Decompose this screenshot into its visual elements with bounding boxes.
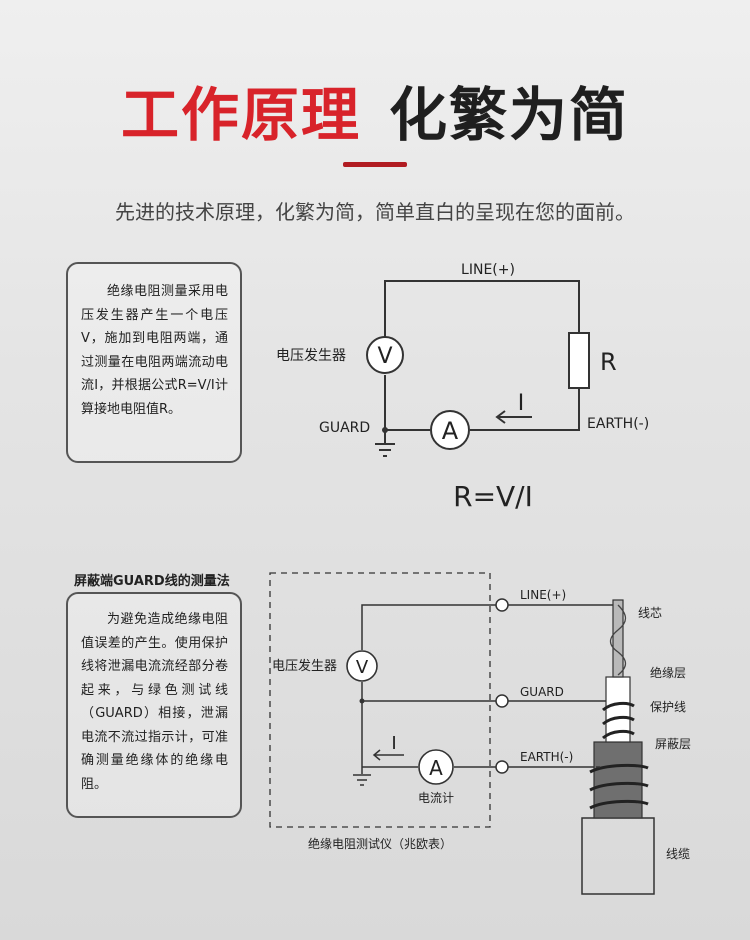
shield-layer (593, 741, 643, 819)
cable-outer (581, 817, 655, 895)
ammeter-2 (418, 749, 454, 785)
current-symbol-1: I (518, 391, 525, 416)
ground-symbol-2 (353, 774, 371, 786)
ammeter-symbol-1: A (442, 417, 459, 445)
guard-wire-label: 保护线 (650, 700, 686, 714)
core-spiral (609, 604, 627, 676)
line-terminal (495, 598, 509, 612)
line-label-2: LINE(+) (520, 588, 566, 602)
voltmeter-2 (346, 650, 378, 682)
guard-label-2: GUARD (520, 685, 564, 699)
guard-terminal (495, 694, 509, 708)
page-title: 工作原理化繁为简 (0, 68, 750, 152)
cable-label: 线缆 (666, 847, 690, 861)
guard-label-1: GUARD (319, 420, 370, 436)
formula: R=V/I (453, 480, 533, 513)
title-dark: 化繁为简 (389, 81, 630, 149)
instrument-border (269, 572, 491, 828)
ammeter-1 (430, 410, 470, 450)
current-symbol-2: I (391, 733, 396, 754)
title-underline (343, 162, 407, 167)
instrument-label: 绝缘电阻测试仪（兆欧表） (308, 836, 452, 851)
shield-label: 屏蔽层 (655, 737, 691, 751)
earth-label-1: EARTH(-) (587, 416, 649, 432)
generator-label-1: 电压发生器 (276, 348, 346, 364)
insulation-label: 绝缘层 (650, 665, 686, 680)
current-arrow-2 (372, 749, 404, 761)
resistor-1 (568, 332, 590, 389)
voltmeter-symbol-2: V (356, 657, 369, 678)
current-arrow-1 (495, 410, 532, 424)
voltmeter-1 (366, 336, 404, 374)
principle-description: 绝缘电阻测量采用电压发生器产生一个电压V，施加到电阻两端，通过测量在电阻两端流动… (66, 262, 242, 463)
guard-method-description: 为避免造成绝缘电阻值误差的产生。使用保护线将泄漏电流流经部分卷起来，与绿色测试线… (66, 592, 242, 818)
guard-node-2 (359, 698, 365, 704)
earth-label-2: EARTH(-) (520, 750, 573, 764)
voltmeter-symbol-1: V (377, 344, 392, 369)
generator-label-2: 电压发生器 (272, 658, 337, 674)
principle-circuit (384, 280, 580, 443)
guard-circuit (361, 604, 618, 774)
page-subtitle: 先进的技术原理，化繁为简，简单直白的呈现在您的面前。 (115, 200, 635, 224)
resistor-symbol-1: R (600, 348, 617, 376)
line-label-1: LINE(+) (461, 262, 515, 278)
cable-illustration (581, 599, 655, 895)
earth-terminal (495, 760, 509, 774)
cable-core (612, 599, 624, 678)
guard-node-1 (382, 427, 388, 433)
ground-symbol-1 (375, 443, 395, 457)
guard-method-title: 屏蔽端GUARD线的测量法 (74, 574, 230, 589)
ammeter-symbol-2: A (429, 756, 443, 780)
core-label: 线芯 (638, 606, 662, 620)
title-red: 工作原理 (120, 81, 361, 149)
ammeter-label: 电流计 (418, 791, 454, 805)
